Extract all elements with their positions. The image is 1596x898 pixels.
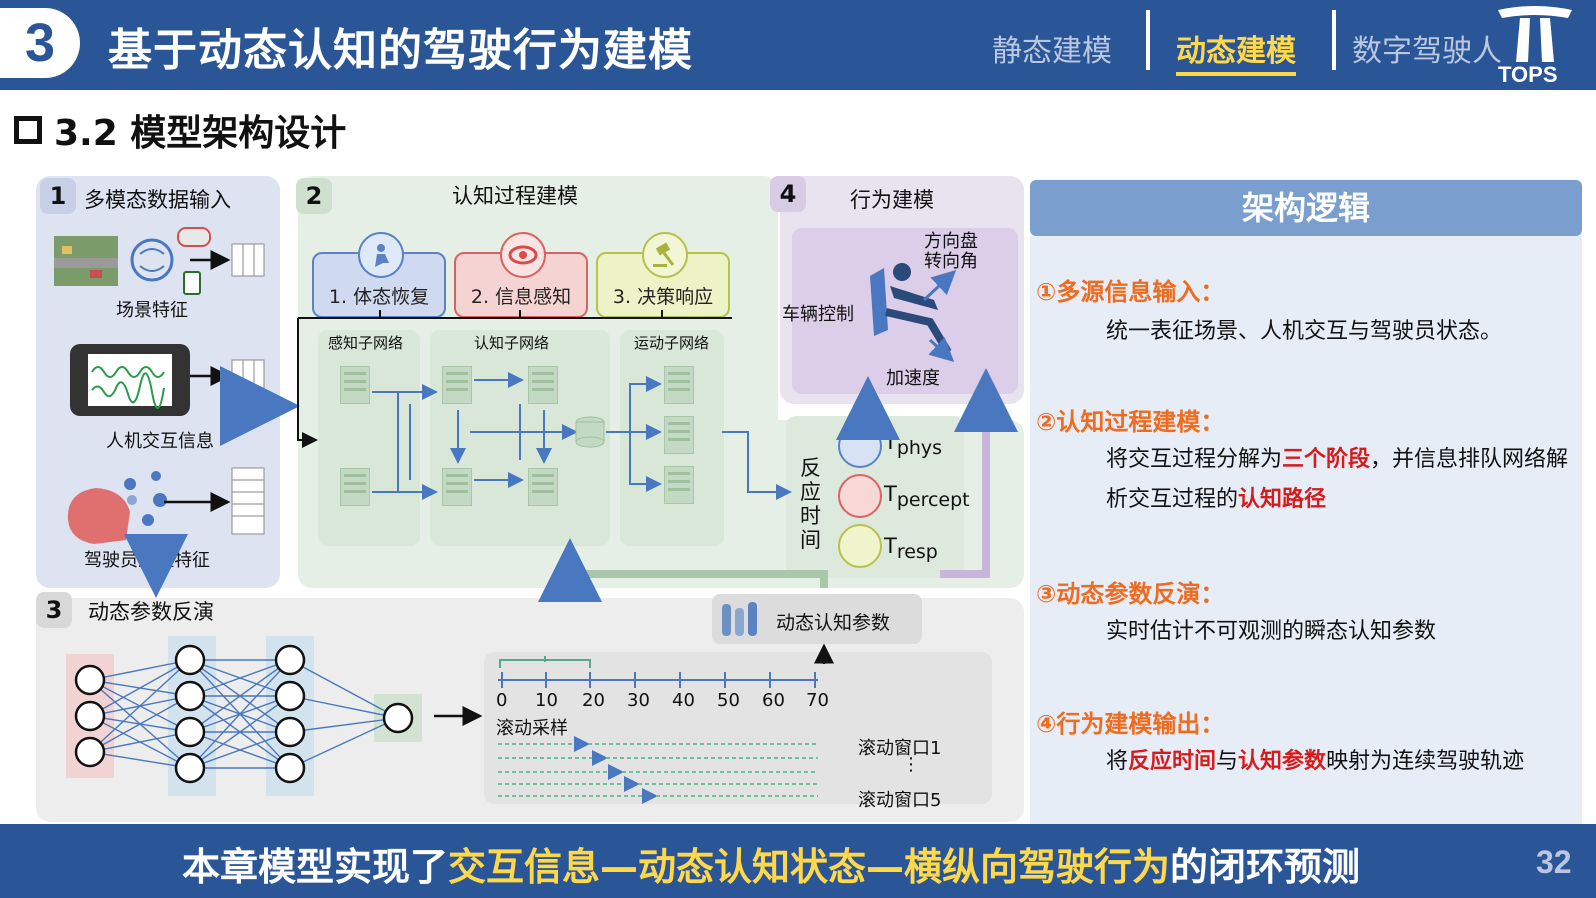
logic-heading-1: ①多源信息输入：: [1036, 278, 1225, 306]
nav-digital-driver[interactable]: 数字驾驶人: [1352, 34, 1502, 69]
rolling-window-box: [484, 652, 992, 804]
tick-label: 70: [806, 690, 829, 711]
nav-separator: [1146, 10, 1150, 70]
dynamic-param-box: [712, 594, 922, 644]
logic-text-3: 实时估计不可观测的瞬态认知参数: [1106, 619, 1437, 644]
t-percept-label: Tpercept: [884, 482, 970, 512]
panel2-number: 2: [296, 178, 332, 214]
logic-heading-2: ②认知过程建模：: [1036, 408, 1225, 436]
reaction-time-label: 反应时间: [800, 456, 821, 552]
scene-image-icon: [54, 236, 118, 286]
stage-label: 3. 决策响应: [612, 286, 714, 308]
behavior-inner-box: [792, 228, 1018, 394]
tick-label: 60: [762, 690, 785, 711]
server-node: [340, 468, 370, 506]
tick-label: 10: [535, 690, 558, 711]
cylinder-icon: [722, 602, 757, 636]
subtitle-text: 3.2 模型架构设计: [54, 113, 347, 154]
nav-separator: [1332, 10, 1336, 70]
stage-info-perception: 2. 信息感知: [454, 232, 588, 318]
steering-angle-label: 方向盘转向角: [924, 231, 978, 272]
eye-icon: [500, 232, 546, 278]
stage-posture-recovery: 1. 体态恢复: [312, 232, 446, 318]
logic-text-1: 统一表征场景、人机交互与驾驶员状态。: [1106, 319, 1503, 344]
panel4-title: 行为建模: [850, 188, 934, 212]
panel2-title: 认知过程建模: [452, 184, 578, 208]
subnet-label-motor: 运动子网络: [634, 334, 710, 352]
header-bar: [0, 0, 1596, 90]
driver-seat-icon: [358, 232, 404, 278]
hmi-info-label: 人机交互信息: [106, 431, 214, 452]
tablet-device-icon: [70, 344, 190, 416]
panel3-number: 3: [36, 592, 72, 628]
page-number: 32: [1536, 844, 1572, 880]
tick-label: 20: [582, 690, 605, 711]
logo-text: TOPS: [1498, 62, 1558, 87]
window-last-label: 滚动窗口5: [858, 790, 942, 811]
nn-nodes: [74, 644, 414, 784]
logic-text-4: 将反应时间与认知参数映射为连续驾驶轨迹: [1106, 749, 1525, 774]
server-node: [664, 466, 694, 504]
eye-icon: [838, 474, 882, 518]
feature-vector-block: [231, 243, 265, 535]
driver-steering-icon: [870, 263, 957, 363]
section-number-badge: 3: [0, 8, 80, 78]
brain-icon: [130, 238, 174, 282]
logic-heading-3: ③动态参数反演：: [1036, 580, 1225, 608]
stage-label: 2. 信息感知: [470, 286, 572, 308]
rolling-sampling-label: 滚动采样: [496, 718, 568, 739]
scene-feature-label: 场景特征: [116, 300, 188, 321]
gavel-icon: [642, 232, 688, 278]
head-physio-icon: [67, 471, 167, 544]
nav-static-modeling[interactable]: 静态建模: [992, 34, 1112, 69]
tick-label: 50: [717, 690, 740, 711]
window-first-label: 滚动窗口1: [858, 738, 942, 759]
panel3-title: 动态参数反演: [88, 600, 214, 624]
logic-panel: [1030, 236, 1582, 824]
gamepad-icon: [177, 227, 211, 247]
nav-dynamic-modeling[interactable]: 动态建模: [1176, 26, 1296, 76]
logic-title: 架构逻辑: [1030, 180, 1582, 236]
page-subtitle: 3.2 模型架构设计: [14, 104, 346, 156]
square-icon: [14, 116, 42, 144]
stage-label: 1. 体态恢复: [328, 286, 430, 308]
vehicle-control-label: 车辆控制: [782, 304, 854, 325]
window-dots: ⋮: [902, 754, 920, 775]
server-node: [528, 468, 558, 506]
panel4-number: 4: [770, 176, 806, 212]
panel1-number: 1: [40, 178, 76, 214]
server-node: [442, 366, 472, 404]
footer-conclusion: 本章模型实现了交互信息—动态认知状态—横纵向驾驶行为的闭环预测: [182, 845, 1361, 889]
subnet-label-perception: 感知子网络: [328, 334, 404, 352]
subnet-label-cognition: 认知子网络: [474, 334, 550, 352]
phone-icon: [183, 271, 201, 295]
server-node: [664, 416, 694, 454]
server-node: [442, 468, 472, 506]
panel1-title: 多模态数据输入: [84, 188, 231, 212]
footer-bar: [0, 824, 1596, 898]
t-resp-label: Tresp: [884, 534, 938, 564]
tick-label: 40: [672, 690, 695, 711]
gavel-icon: [838, 524, 882, 568]
header-title: 基于动态认知的驾驶行为建模: [108, 25, 693, 76]
tick-label: 30: [627, 690, 650, 711]
database-icon: [575, 416, 605, 448]
server-node: [664, 366, 694, 404]
tick-label: 0: [496, 690, 508, 711]
dynamic-param-label: 动态认知参数: [776, 612, 891, 634]
tops-logo: [1498, 6, 1572, 62]
logic-text-2: 将交互过程分解为三个阶段，并信息排队网络解析交互过程的认知路径: [1106, 447, 1569, 512]
server-node: [528, 366, 558, 404]
server-node: [340, 366, 370, 404]
logic-heading-4: ④行为建模输出：: [1036, 710, 1225, 738]
